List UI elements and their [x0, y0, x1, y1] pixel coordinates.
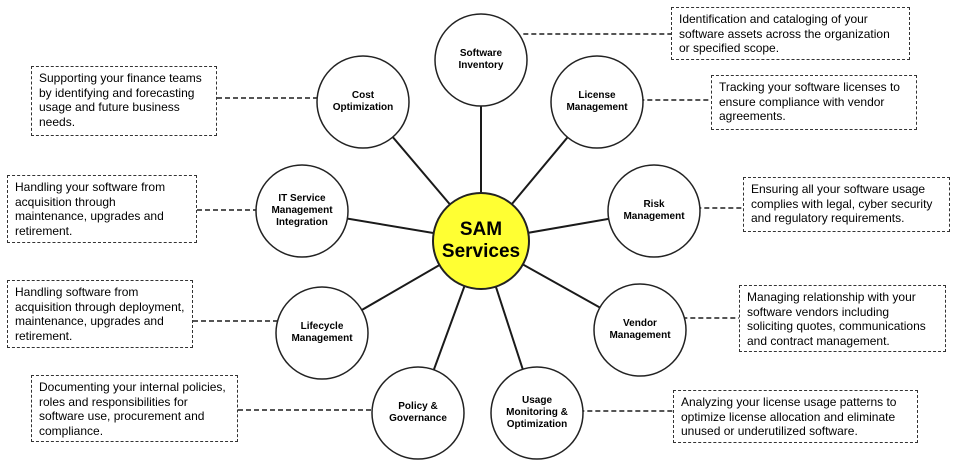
node-label-usage-monitoring-optimization: Usage Monitoring & Optimization [506, 395, 568, 430]
description-box-risk-management: Ensuring all your software usage complie… [743, 177, 950, 232]
node-label-software-inventory: Software Inventory [458, 48, 504, 71]
description-box-cost-optimization: Supporting your finance teams by identif… [31, 66, 217, 136]
node-circle-usage-monitoring-optimization [490, 366, 584, 460]
node-circle-lifecycle-management [275, 286, 369, 380]
node-label-license-management: License Management [566, 90, 628, 113]
center-label: SAM Services [441, 219, 521, 262]
description-box-policy-governance: Documenting your internal policies, role… [31, 375, 238, 442]
description-box-software-inventory: Identification and cataloging of your so… [671, 7, 910, 60]
description-box-license-management: Tracking your software licenses to ensur… [711, 75, 917, 130]
node-circle-license-management [550, 55, 644, 149]
description-box-usage-monitoring-optimization: Analyzing your license usage patterns to… [673, 390, 918, 443]
description-box-it-service-management-integration: Handling your software from acquisition … [7, 175, 197, 243]
description-box-vendor-management: Managing relationship with your software… [739, 285, 946, 352]
node-label-vendor-management: Vendor Management [609, 318, 671, 341]
center-circle [432, 192, 530, 290]
node-circle-it-service-management-integration [255, 164, 349, 258]
node-circle-vendor-management [593, 283, 687, 377]
node-circle-cost-optimization [316, 55, 410, 149]
description-box-lifecycle-management: Handling software from acquisition throu… [7, 280, 193, 348]
node-label-it-service-management-integration: IT Service Management Integration [271, 193, 333, 228]
node-circle-risk-management [607, 164, 701, 258]
node-label-policy-governance: Policy & Governance [389, 401, 447, 424]
node-circle-software-inventory [434, 13, 528, 107]
node-label-lifecycle-management: Lifecycle Management [291, 321, 353, 344]
node-circle-policy-governance [371, 366, 465, 460]
node-label-cost-optimization: Cost Optimization [332, 90, 394, 113]
node-label-risk-management: Risk Management [623, 199, 685, 222]
